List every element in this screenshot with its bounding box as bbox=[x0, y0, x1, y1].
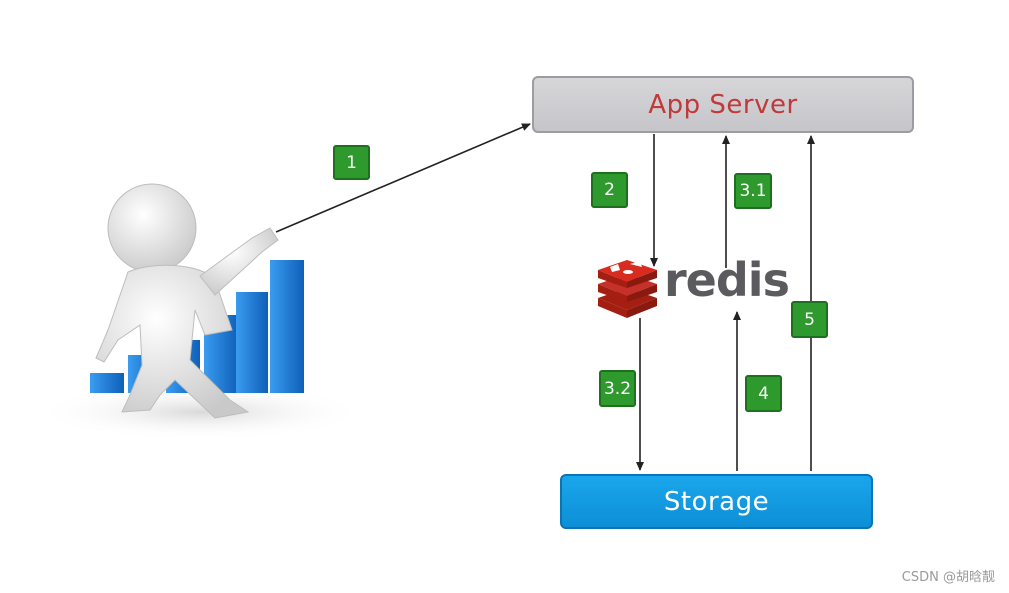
step-badge-5: 5 bbox=[791, 301, 828, 338]
figure-arm bbox=[199, 227, 279, 296]
step-badge-3-1: 3.1 bbox=[734, 173, 772, 209]
redis-logo-icon bbox=[598, 260, 657, 318]
redis-label: redis bbox=[664, 253, 790, 307]
step-badge-4: 4 bbox=[745, 375, 782, 412]
arrow-step-1 bbox=[275, 123, 531, 233]
bar bbox=[236, 292, 268, 393]
bar bbox=[270, 260, 304, 393]
bar bbox=[90, 373, 124, 393]
storage-box: Storage bbox=[560, 474, 873, 529]
step-badge-3-2: 3.2 bbox=[599, 370, 636, 407]
floor-shadow bbox=[35, 384, 365, 440]
watermark: CSDN @胡晗靓 bbox=[901, 570, 995, 585]
storage-label: Storage bbox=[663, 486, 770, 517]
app-server-label: App Server bbox=[648, 89, 798, 120]
presenter-figure bbox=[95, 183, 279, 419]
figure-head bbox=[107, 183, 197, 273]
app-server-box: App Server bbox=[532, 76, 914, 133]
figure-body bbox=[95, 264, 250, 419]
step-badge-1: 1 bbox=[333, 145, 370, 180]
step-badge-2: 2 bbox=[591, 172, 628, 208]
